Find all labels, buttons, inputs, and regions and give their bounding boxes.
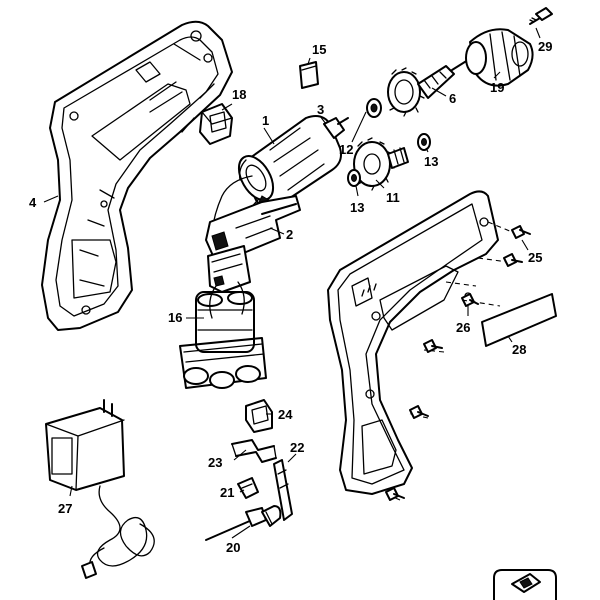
gear-washer-13-left: [347, 169, 361, 187]
callout-6: 6: [449, 91, 456, 106]
small-block: [237, 477, 259, 499]
screwdriver-bit: [273, 459, 293, 521]
callout-labels: 4 1 2 3 6 11 12 13 13 15 16 18 19 20 21 …: [29, 39, 552, 555]
callout-11: 11: [386, 190, 400, 205]
chuck-key: [205, 505, 282, 541]
trigger-switch: [205, 195, 301, 259]
callout-16: 16: [168, 310, 182, 325]
callout-13-right: 13: [424, 154, 438, 169]
drill-chuck: [465, 28, 534, 87]
callout-22: 22: [290, 440, 304, 455]
spring-bracket: [231, 439, 277, 463]
callout-21: 21: [220, 485, 234, 500]
spacer-washer-12: [366, 98, 382, 118]
callout-3: 3: [317, 102, 324, 117]
gear-washer-13-right: [417, 133, 431, 151]
callout-15: 15: [312, 42, 326, 57]
callout-20: 20: [226, 540, 240, 555]
switch-block: [199, 103, 233, 145]
callout-26: 26: [456, 320, 470, 335]
belt-clip: [245, 399, 273, 433]
label-plate: [481, 293, 557, 347]
corner-tool-box: [493, 569, 557, 600]
housing-screws: [385, 221, 531, 501]
callout-18: 18: [232, 87, 246, 102]
callout-25: 25: [528, 250, 542, 265]
callout-29: 29: [538, 39, 552, 54]
small-cap-part: [299, 61, 319, 89]
leader-lines: [43, 27, 541, 539]
spindle-gear: [387, 59, 469, 117]
intermediate-gear: [349, 137, 409, 191]
callout-27: 27: [58, 501, 72, 516]
left-housing-half: [41, 20, 233, 331]
callout-4: 4: [29, 195, 37, 210]
callout-2: 2: [286, 227, 293, 242]
callout-1: 1: [262, 113, 269, 128]
battery-charger: [45, 399, 155, 579]
callout-23: 23: [208, 455, 222, 470]
callout-13-left: 13: [350, 200, 364, 215]
chuck-screw: [529, 7, 553, 25]
callout-24: 24: [278, 407, 293, 422]
callout-28: 28: [512, 342, 526, 357]
motor: [237, 115, 349, 211]
callout-12: 12: [339, 142, 353, 157]
battery-pack: [179, 245, 267, 389]
right-housing-half: [327, 190, 499, 495]
callout-19: 19: [490, 80, 504, 95]
